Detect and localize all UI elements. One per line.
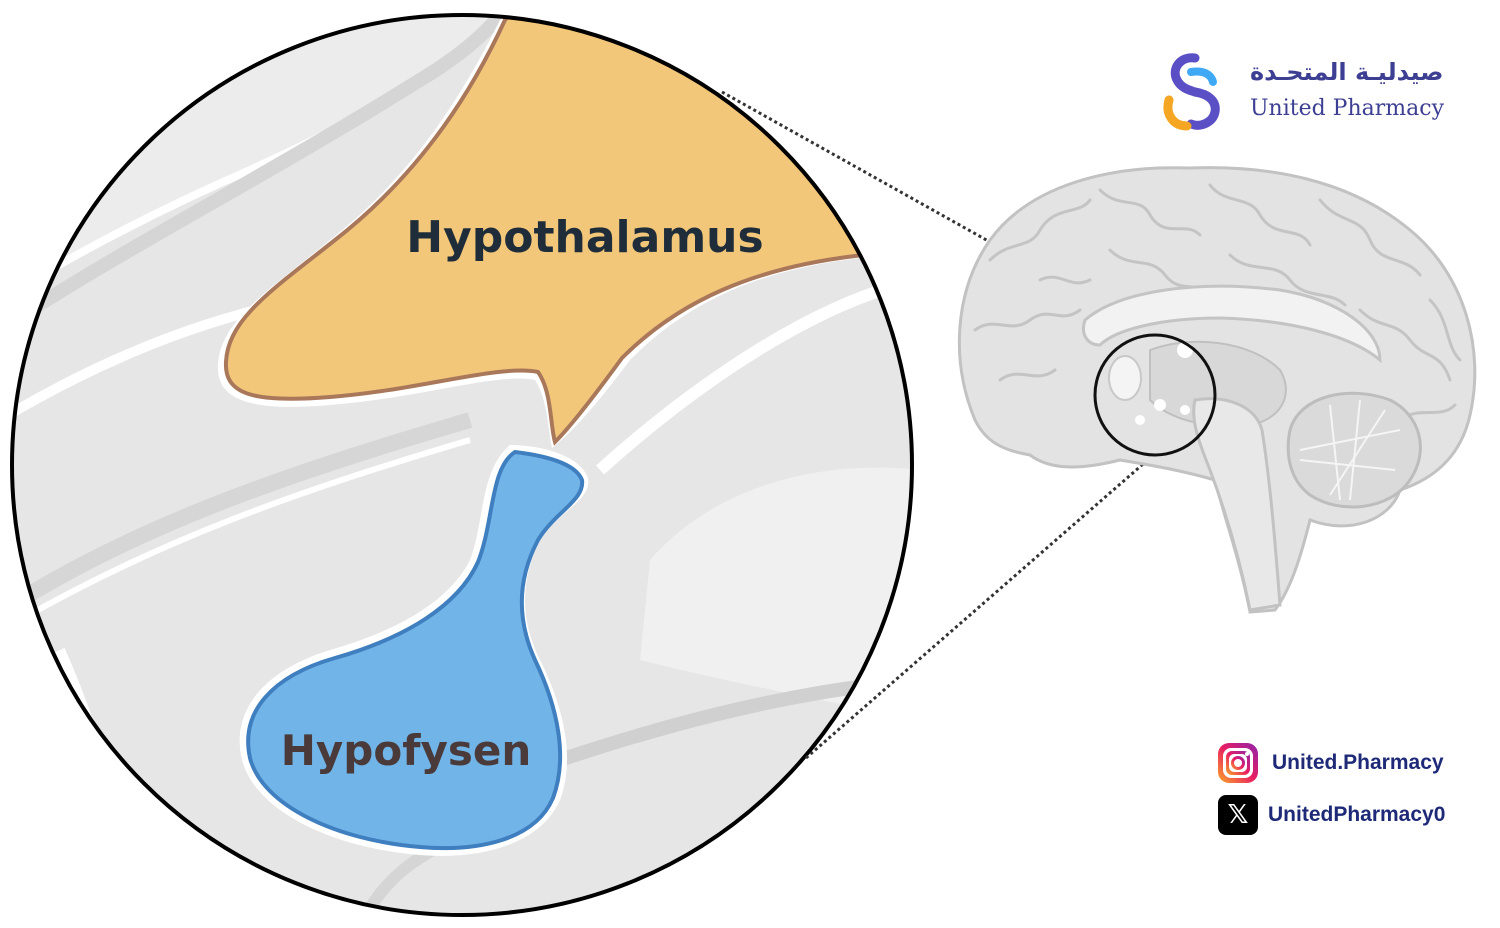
brand-name-arabic: صيدليـة المتحـدة xyxy=(1250,58,1444,86)
hypothalamus-label: Hypothalamus xyxy=(406,212,763,263)
instagram-handle: United.Pharmacy xyxy=(1272,751,1444,774)
brain-illustration xyxy=(957,166,1477,614)
x-twitter-icon: 𝕏 xyxy=(1218,795,1258,835)
pituitary-label: Hypofysen xyxy=(281,726,531,775)
united-pharmacy-logo-mark-icon xyxy=(1163,53,1220,131)
zoom-inset: Hypothalamus Hypofysen xyxy=(10,13,914,917)
instagram-link[interactable]: United.Pharmacy xyxy=(1218,743,1444,783)
zoom-circle-border xyxy=(10,13,914,917)
x-handle: UnitedPharmacy0 xyxy=(1268,803,1446,826)
instagram-icon xyxy=(1218,743,1258,783)
pituitary-shape xyxy=(246,449,585,851)
united-pharmacy-logo: صيدليـة المتحـدة United Pharmacy xyxy=(1155,52,1475,132)
connector-line-bottom xyxy=(805,456,1151,760)
x-link[interactable]: 𝕏 UnitedPharmacy0 xyxy=(1218,795,1445,835)
brand-name-english: United Pharmacy xyxy=(1250,96,1445,121)
brain-zoom-target-circle xyxy=(1093,333,1217,457)
